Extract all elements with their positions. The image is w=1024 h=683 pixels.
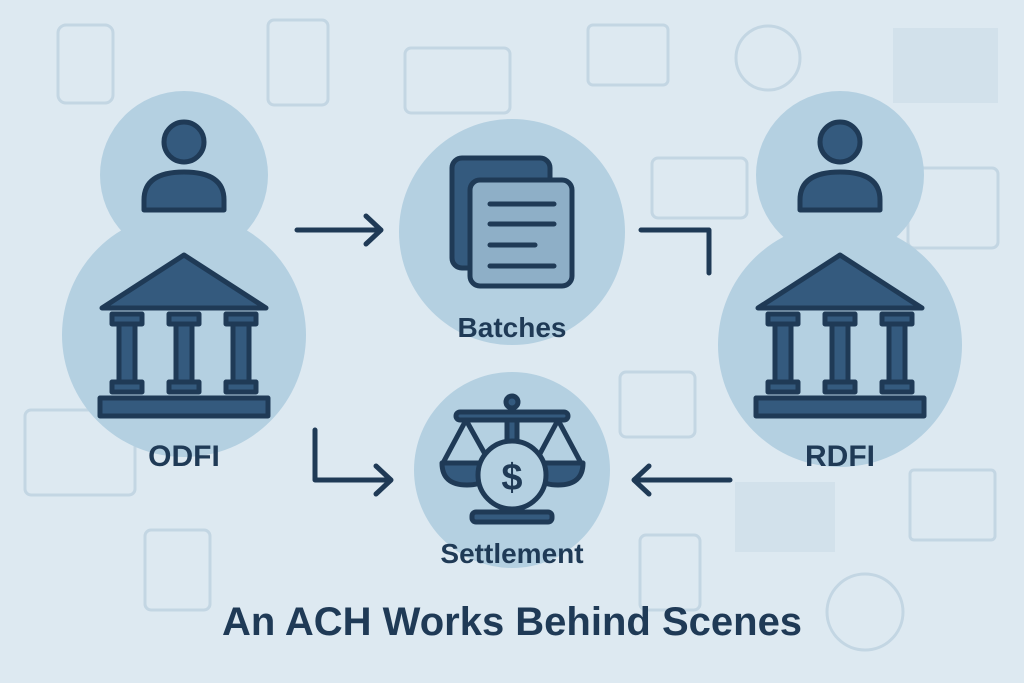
bg-bank-icon bbox=[908, 468, 997, 542]
rdfi-node: RDFI bbox=[718, 91, 962, 473]
bg-card-icon bbox=[403, 46, 512, 115]
scale-dollar-icon: $ bbox=[439, 393, 586, 525]
rdfi-label: RDFI bbox=[805, 440, 875, 473]
bg-monitor-icon bbox=[23, 408, 137, 497]
bg-user-card-icon bbox=[56, 23, 115, 105]
bg-user-icon bbox=[734, 24, 802, 92]
arrow-odfi-to-batches bbox=[294, 213, 384, 247]
bg-monitor-icon bbox=[586, 23, 670, 87]
odfi-label: ODFI bbox=[148, 440, 220, 473]
flow-arrows bbox=[294, 213, 733, 497]
bank-icon bbox=[97, 252, 271, 419]
bg-chat-icon bbox=[650, 156, 749, 220]
bg-document-icon bbox=[638, 533, 702, 612]
bg-dollar-icon bbox=[825, 572, 905, 652]
person-icon bbox=[797, 119, 883, 213]
settlement-node: $ Settlement bbox=[414, 372, 610, 569]
batches-node: Batches bbox=[399, 119, 625, 345]
bg-document-icon bbox=[143, 528, 212, 612]
documents-icon bbox=[449, 155, 575, 289]
batches-label: Batches bbox=[458, 312, 567, 343]
bank-icon bbox=[753, 252, 927, 419]
connector-batches-to-rdfi bbox=[638, 227, 712, 276]
bg-panel bbox=[893, 28, 998, 103]
dollar-sign-icon: $ bbox=[501, 457, 522, 499]
arrow-rdfi-to-settlement bbox=[631, 463, 733, 497]
person-icon bbox=[141, 119, 227, 213]
page-title: An ACH Works Behind Scenes bbox=[222, 600, 802, 644]
bg-panel bbox=[735, 482, 835, 552]
settlement-label: Settlement bbox=[440, 538, 583, 569]
bg-chat-icon bbox=[618, 370, 697, 439]
bg-document-icon bbox=[266, 18, 330, 107]
odfi-node: ODFI bbox=[62, 91, 306, 473]
arrow-odfi-to-settlement bbox=[312, 427, 394, 497]
